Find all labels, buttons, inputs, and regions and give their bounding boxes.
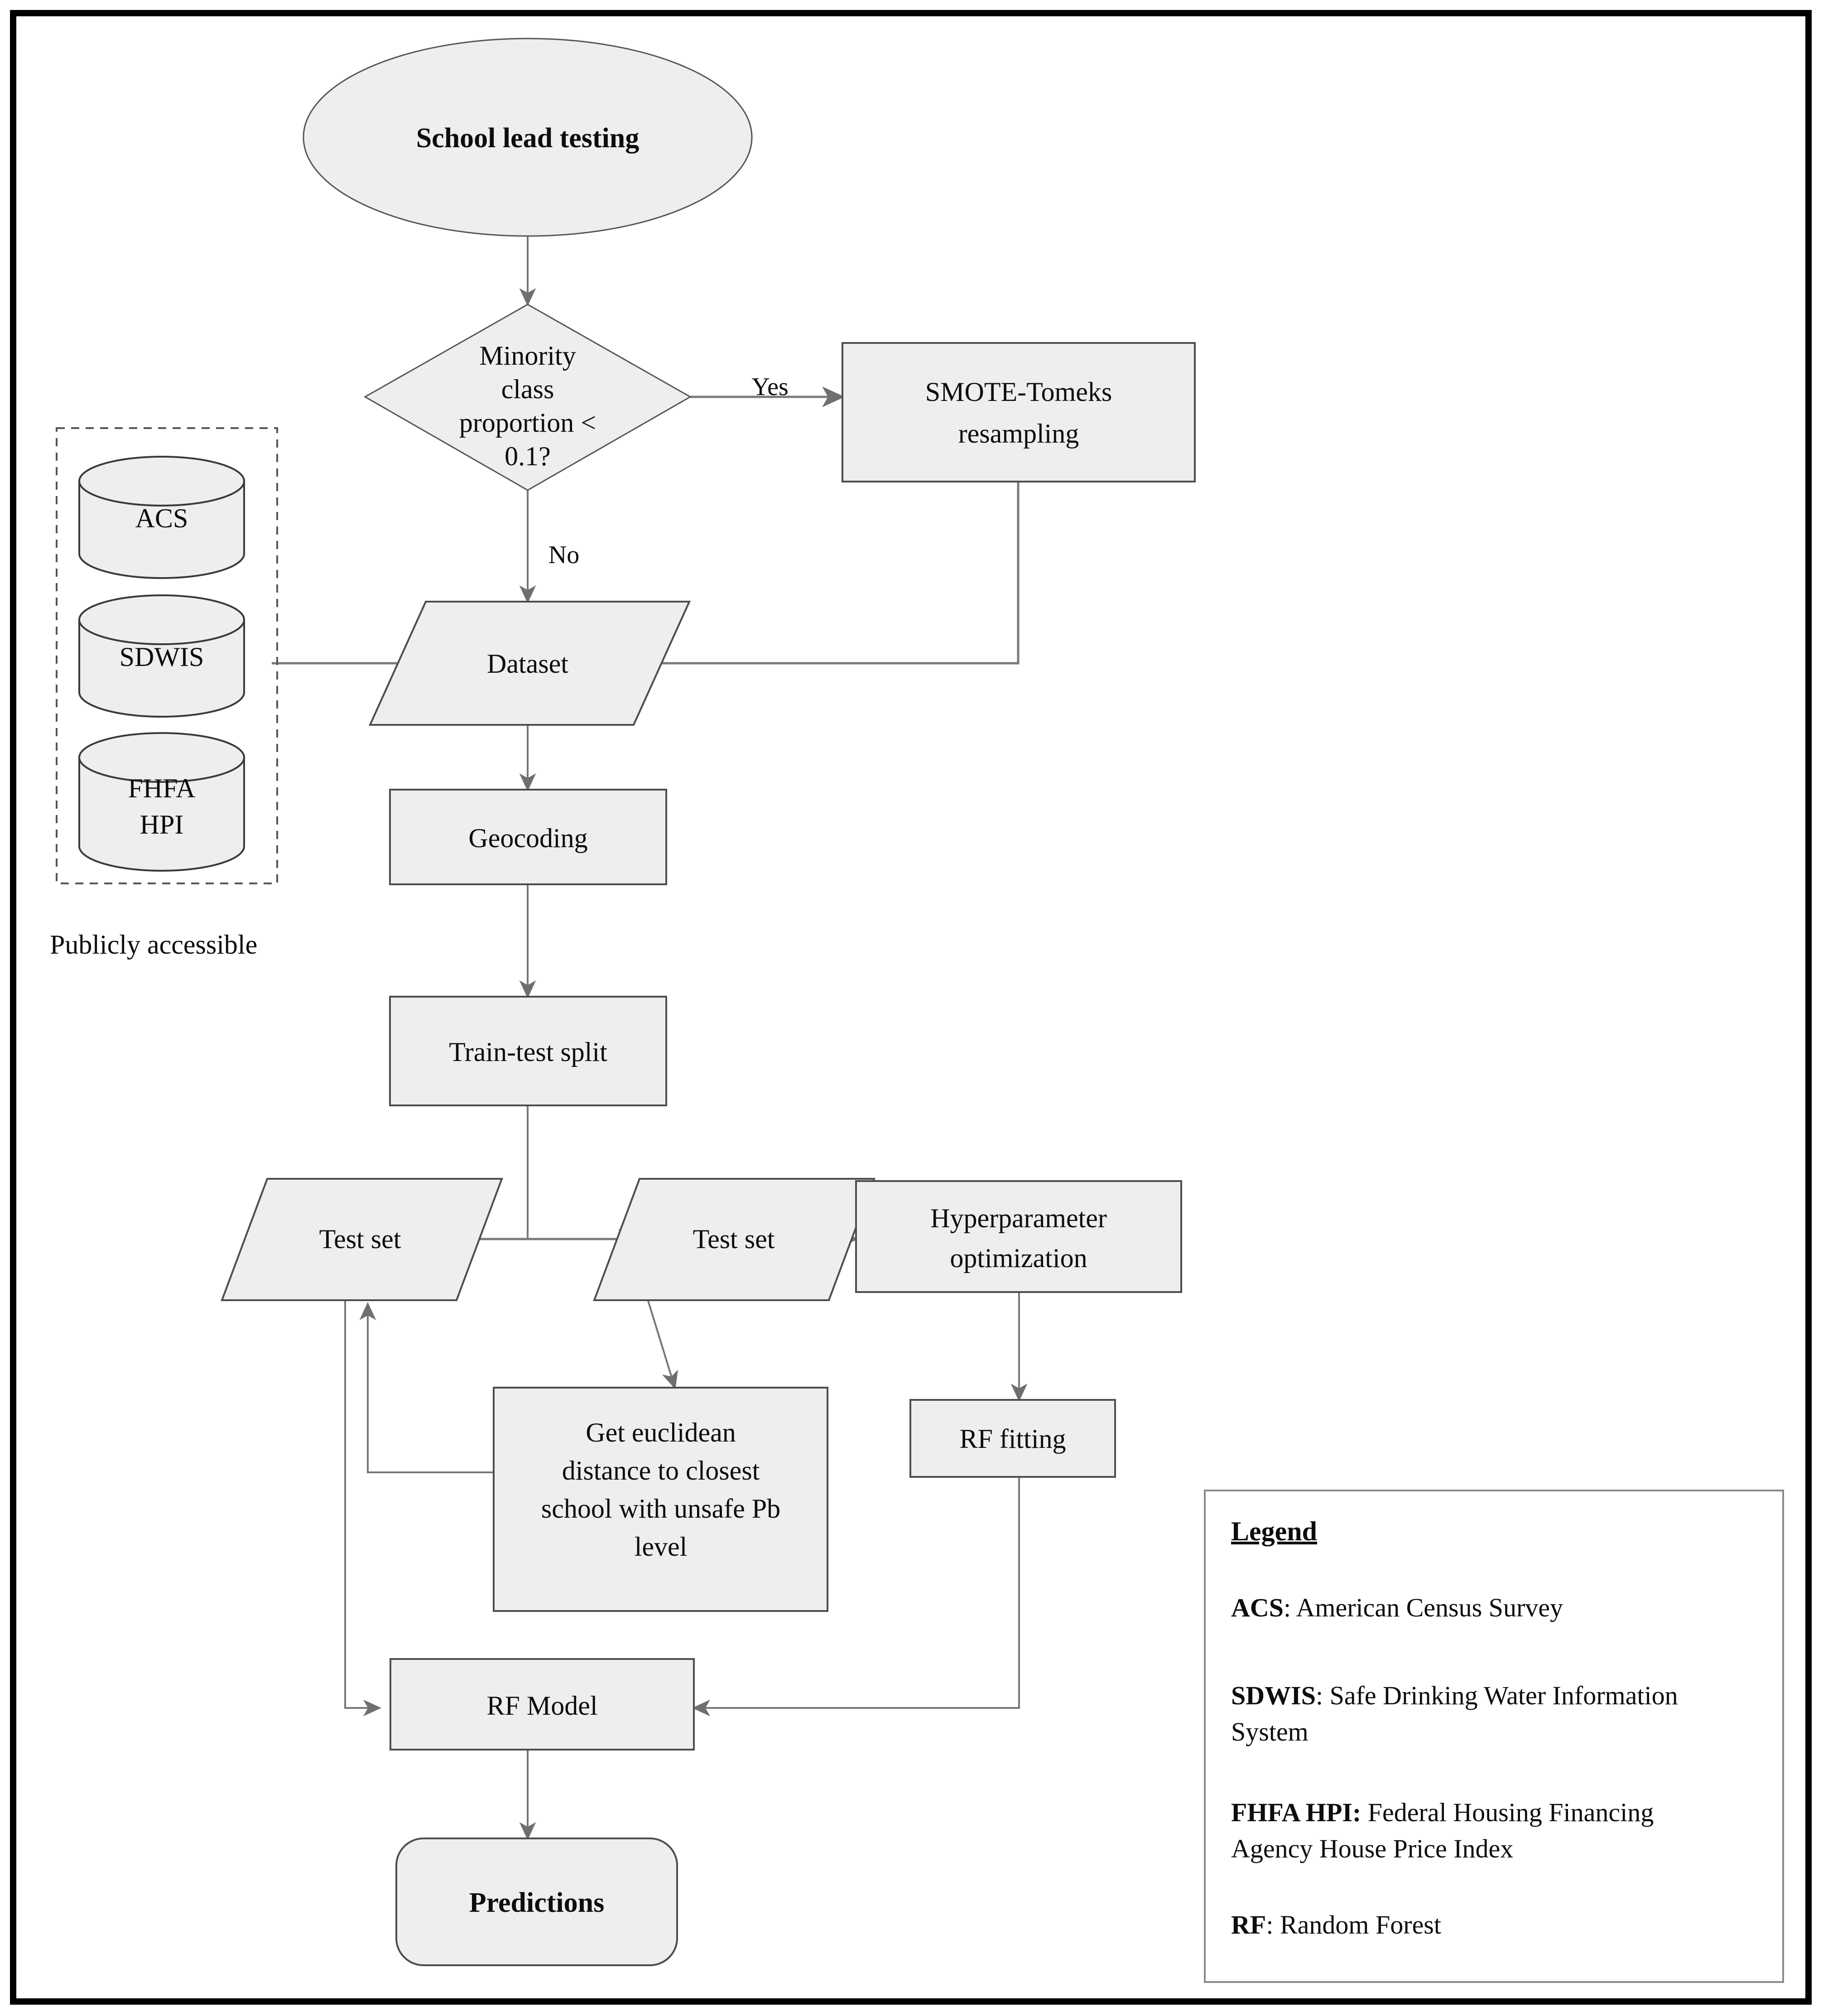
legend-sep-sdwis: : bbox=[1316, 1681, 1323, 1710]
node-train-test-split-label: Train-test split bbox=[449, 1037, 607, 1067]
node-geocoding[interactable]: Geocoding bbox=[389, 789, 667, 885]
node-test-set-left-label: Test set bbox=[319, 1224, 401, 1254]
edge-label-yes: Yes bbox=[751, 373, 788, 401]
legend-entry-sdwis: SDWIS: Safe Drinking Water Information bbox=[1231, 1681, 1678, 1710]
legend-def-rf: Random Forest bbox=[1273, 1910, 1441, 1939]
edge-smote-to-dataset bbox=[631, 482, 1020, 674]
node-euclidean-distance[interactable]: Get euclidean distance to closest school… bbox=[493, 1387, 828, 1612]
database-hpi-label: HPI bbox=[140, 810, 184, 839]
legend-box: Legend ACS: American Census Survey SDWIS… bbox=[1204, 1490, 1784, 1983]
node-dataset-label: Dataset bbox=[487, 649, 568, 679]
legend-entry-acs: ACS: American Census Survey bbox=[1231, 1593, 1563, 1622]
node-predictions[interactable]: Predictions bbox=[395, 1838, 678, 1966]
node-test-set-left[interactable]: Test set bbox=[221, 1178, 503, 1301]
node-decision-line3: proportion < bbox=[459, 408, 596, 438]
node-decision-line2: class bbox=[501, 374, 554, 404]
edge-test-set-left-to-rf-model bbox=[344, 1300, 381, 1717]
node-smote-line2: resampling bbox=[958, 419, 1079, 449]
page-border bbox=[10, 10, 1812, 2005]
database-sdwis[interactable]: SDWIS bbox=[78, 594, 245, 718]
edge-rf-fitting-to-rf-model bbox=[692, 1477, 1020, 1717]
legend-sep-acs: : bbox=[1284, 1593, 1291, 1622]
edge-euclidean-to-test-set-left bbox=[359, 1302, 494, 1473]
node-dataset[interactable]: Dataset bbox=[368, 601, 691, 726]
node-train-test-split[interactable]: Train-test split bbox=[389, 996, 667, 1106]
legend-term-rf: RF bbox=[1231, 1910, 1266, 1939]
node-decision-line1: Minority bbox=[479, 341, 576, 371]
database-fhfa-hpi[interactable]: FHFA HPI bbox=[78, 732, 245, 872]
node-euclidean-line3: school with unsafe Pb bbox=[541, 1494, 780, 1524]
legend-def-acs: American Census Survey bbox=[1291, 1593, 1563, 1622]
legend-entry-rf: RF: Random Forest bbox=[1231, 1910, 1441, 1939]
legend-def-fhfa: Federal Housing Financing bbox=[1361, 1798, 1654, 1827]
node-rf-model[interactable]: RF Model bbox=[390, 1658, 695, 1751]
database-acs-label: ACS bbox=[135, 503, 188, 533]
node-hyperparameter-optimization[interactable]: Hyperparameter optimization bbox=[855, 1180, 1182, 1293]
node-predictions-label: Predictions bbox=[469, 1887, 605, 1918]
node-smote-line1: SMOTE-Tomeks bbox=[925, 377, 1112, 407]
node-test-set-right[interactable]: Test set bbox=[593, 1178, 876, 1301]
node-start[interactable]: School lead testing bbox=[303, 38, 753, 237]
node-hyperparam-line2: optimization bbox=[950, 1243, 1087, 1273]
edge-label-no: No bbox=[548, 541, 579, 569]
node-euclidean-line1: Get euclidean bbox=[586, 1418, 736, 1447]
edge-test-set-right-to-euclidean bbox=[647, 1299, 678, 1389]
database-fhfa-label: FHFA bbox=[128, 773, 196, 803]
database-acs[interactable]: ACS bbox=[78, 456, 245, 579]
legend-def2-fhfa: Agency House Price Index bbox=[1231, 1834, 1513, 1863]
publicly-accessible-dashed-box bbox=[56, 427, 278, 884]
node-rf-fitting-label: RF fitting bbox=[959, 1424, 1066, 1454]
node-euclidean-line4: level bbox=[635, 1532, 688, 1562]
node-rf-model-label: RF Model bbox=[486, 1691, 597, 1721]
legend-sep-rf: : bbox=[1266, 1910, 1273, 1939]
node-geocoding-label: Geocoding bbox=[468, 823, 587, 853]
databases-group: ACS SDWIS FHFA HPI Publicly accessible bbox=[50, 427, 278, 960]
node-hyperparam-line1: Hyperparameter bbox=[930, 1203, 1107, 1233]
node-start-label: School lead testing bbox=[416, 123, 640, 154]
node-euclidean-line2: distance to closest bbox=[562, 1456, 760, 1485]
legend-term-fhfa: FHFA HPI: bbox=[1231, 1798, 1361, 1827]
node-rf-fitting[interactable]: RF fitting bbox=[909, 1399, 1116, 1478]
node-decision[interactable]: Minority class proportion < 0.1? bbox=[363, 304, 692, 491]
node-smote-resampling[interactable]: SMOTE-Tomeks resampling bbox=[842, 342, 1196, 482]
publicly-accessible-caption: Publicly accessible bbox=[50, 930, 257, 960]
legend-title: Legend bbox=[1231, 1516, 1317, 1546]
node-test-set-right-label: Test set bbox=[693, 1224, 775, 1254]
legend-term-sdwis: SDWIS bbox=[1231, 1681, 1316, 1710]
database-sdwis-label: SDWIS bbox=[120, 642, 204, 672]
legend-def2-sdwis: System bbox=[1231, 1717, 1308, 1746]
legend-term-acs: ACS bbox=[1231, 1593, 1284, 1622]
legend-def-sdwis: Safe Drinking Water Information bbox=[1323, 1681, 1678, 1710]
legend-entry-fhfa: FHFA HPI: Federal Housing Financing bbox=[1231, 1798, 1654, 1827]
node-decision-line4: 0.1? bbox=[505, 441, 551, 471]
